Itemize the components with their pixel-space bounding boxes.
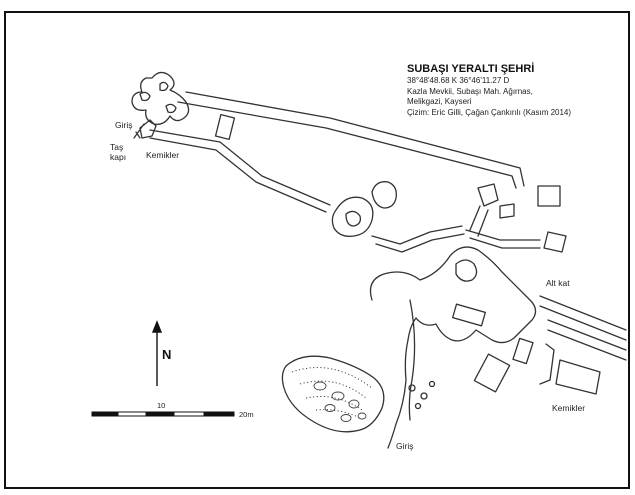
north-arrow-icon bbox=[151, 320, 163, 386]
room-lower-4 bbox=[455, 259, 478, 282]
room-lower-2 bbox=[473, 353, 511, 393]
label-giris-top: Giriş bbox=[115, 120, 133, 130]
drawing-credit: Çizim: Eric Gilli, Çağan Çankırılı (Kası… bbox=[407, 107, 572, 117]
chamber-cluster-top-left bbox=[131, 71, 190, 125]
room-cluster-right bbox=[477, 183, 567, 253]
label-giris-bottom: Giriş bbox=[396, 441, 414, 451]
coordinates: 38°48'48.68 K 36°46'11.27 D bbox=[407, 76, 510, 85]
alt-kat-passage bbox=[539, 295, 627, 361]
pillar bbox=[408, 384, 416, 392]
passage-kemikler-top bbox=[149, 129, 331, 213]
upper-blob bbox=[371, 181, 397, 209]
central-chamber bbox=[331, 196, 374, 237]
label-kemikler-bottom: Kemikler bbox=[552, 403, 586, 413]
scale-mid-label: 10 bbox=[157, 401, 166, 410]
pillar bbox=[420, 392, 428, 400]
room-top-middle bbox=[214, 113, 236, 141]
label-kemikler-top: Kemikler bbox=[146, 150, 180, 160]
map-frame bbox=[4, 11, 630, 489]
north-letter: N bbox=[162, 347, 172, 362]
scale-bar bbox=[91, 411, 235, 417]
label-alt-kat: Alt kat bbox=[546, 278, 570, 288]
entrance-passage-left bbox=[133, 119, 157, 139]
label-kapi: kapı bbox=[110, 152, 127, 162]
label-tas: Taş bbox=[110, 142, 124, 152]
pillar bbox=[414, 402, 422, 410]
room-lower-3 bbox=[512, 337, 534, 365]
map-title: SUBAŞI YERALTI ŞEHRİ bbox=[407, 63, 535, 75]
right-passages bbox=[465, 205, 541, 249]
location-line-1: Kazla Mevkii, Subaşı Mah. Ağırnas, bbox=[407, 86, 533, 96]
kemikler-room-right bbox=[539, 343, 601, 395]
grave-field-dots bbox=[291, 367, 373, 419]
grave-field-pits bbox=[313, 381, 367, 422]
main-gallery-lower-wall bbox=[177, 101, 517, 189]
pillar bbox=[428, 380, 436, 388]
map-info: 38°48'48.68 K 36°46'11.27 D Kazla Mevkii… bbox=[407, 76, 571, 118]
connector-central bbox=[371, 225, 465, 253]
grave-field-outline bbox=[281, 355, 385, 433]
lower-complex-outline bbox=[369, 246, 537, 449]
scale-end-label: 20m bbox=[239, 410, 254, 419]
location-line-2: Melikgazi, Kayseri bbox=[407, 97, 472, 106]
room-lower-1 bbox=[452, 303, 486, 327]
chamber-cluster-top-left-inner bbox=[139, 81, 177, 114]
main-gallery-upper-wall bbox=[185, 91, 525, 187]
